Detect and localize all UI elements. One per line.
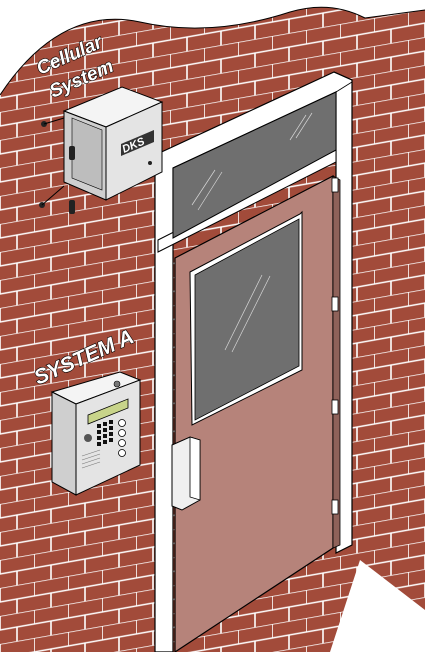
panel-button xyxy=(119,440,126,447)
door-handle xyxy=(172,437,200,510)
door-hinge xyxy=(332,500,338,514)
keyhole-icon xyxy=(148,161,152,165)
door-hinge xyxy=(332,178,338,192)
door-hinge xyxy=(332,297,338,311)
panel-button xyxy=(119,420,126,427)
enclosure-latch xyxy=(69,200,75,214)
speaker-grill xyxy=(84,434,92,442)
camera-icon xyxy=(114,381,120,387)
enclosure-latch xyxy=(69,146,75,160)
panel-button xyxy=(119,450,126,457)
door-hinge xyxy=(332,400,338,414)
panel-button xyxy=(119,430,126,437)
